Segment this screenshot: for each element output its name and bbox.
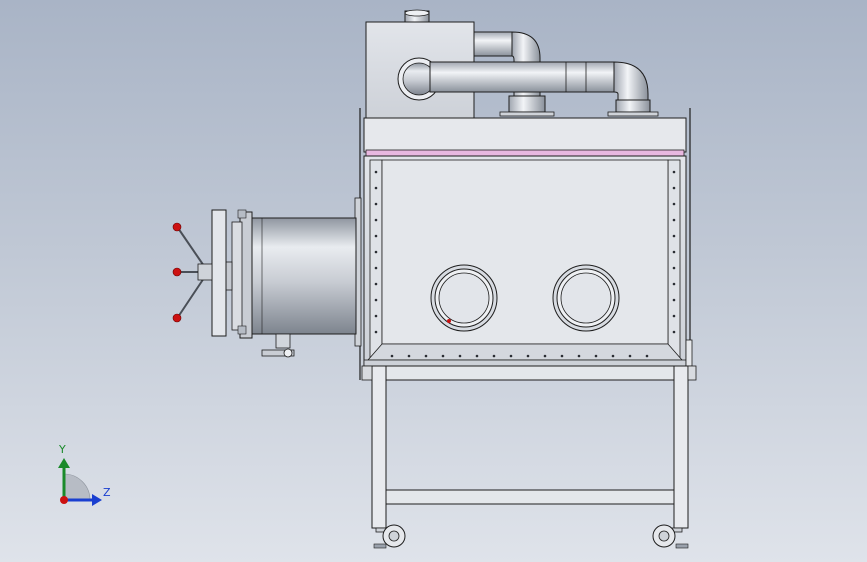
bolt (374, 202, 378, 206)
bolt (672, 218, 676, 222)
bolt (594, 354, 598, 358)
bolt (458, 354, 462, 358)
caster-right (652, 524, 689, 549)
bolt (424, 354, 428, 358)
coordinate-triad (58, 458, 102, 506)
bolt (672, 186, 676, 190)
bolt (390, 354, 394, 358)
bolt (672, 266, 676, 270)
bolt (374, 330, 378, 334)
bolt (475, 354, 479, 358)
transfer-chamber (211, 197, 362, 358)
bolt (374, 186, 378, 190)
bolt (611, 354, 615, 358)
support-stand (361, 365, 697, 529)
bolt (543, 354, 547, 358)
glove-port-left (430, 264, 498, 332)
axis-z-label: Z (103, 486, 111, 499)
bolt (672, 250, 676, 254)
bolt (374, 266, 378, 270)
bolt (672, 298, 676, 302)
caster-left (373, 524, 406, 549)
bolt (374, 218, 378, 222)
bolt (526, 354, 530, 358)
door-handle (172, 222, 213, 323)
glove-port-right (552, 264, 620, 332)
bolt (374, 250, 378, 254)
bolt (441, 354, 445, 358)
knob-middle (172, 267, 182, 277)
bolt (672, 330, 676, 334)
bolt (374, 314, 378, 318)
bolt (672, 202, 676, 206)
bolt (672, 234, 676, 238)
bolt (672, 170, 676, 174)
bolt (672, 282, 676, 286)
bolt (407, 354, 411, 358)
bolt-row-left (374, 170, 378, 334)
bolt (560, 354, 564, 358)
knob-top (172, 222, 182, 232)
bolt (374, 234, 378, 238)
bolt (645, 354, 649, 358)
cabinet-body (363, 155, 693, 367)
x-axis-point (60, 496, 68, 504)
bolt (492, 354, 496, 358)
bolt (374, 170, 378, 174)
bolt (374, 298, 378, 302)
bolt-row-right (672, 170, 676, 334)
bolt (374, 282, 378, 286)
knob-bottom (172, 313, 182, 323)
bolt (577, 354, 581, 358)
bolt-row-bottom (390, 354, 649, 358)
bolt (509, 354, 513, 358)
axis-y-label: Y (59, 443, 66, 456)
bolt (672, 314, 676, 318)
bolt (628, 354, 632, 358)
exhaust-pipe (429, 31, 659, 117)
